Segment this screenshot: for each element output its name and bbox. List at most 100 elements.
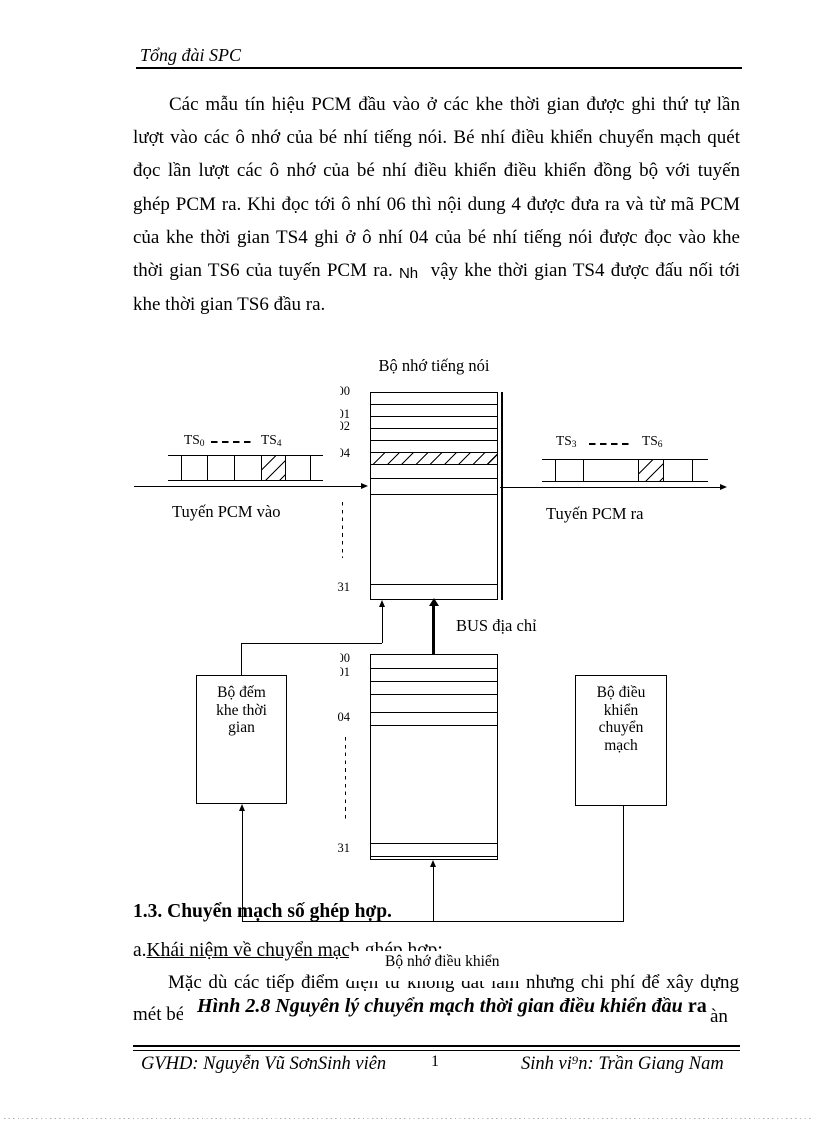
ts-out-gap-dashes [589, 443, 630, 445]
intro-line: của khe thời gian TS4 ghi ở ô nhí 04 của… [133, 226, 740, 248]
pcm-out-arrowhead [720, 484, 727, 490]
body-paragraph-line: Mặc dù các tiếp điểm điện tử không đắt l… [168, 971, 739, 993]
ts-in-gap-dashes [211, 441, 252, 443]
control-memory-label: Bộ nhớ điều khiển [349, 951, 521, 981]
figure-caption-box [183, 993, 707, 1026]
intro-line: thời gian TS6 của tuyến PCM ra. Nh vậy k… [133, 260, 741, 283]
speech-memory-row-line [370, 478, 498, 479]
read-address-vline [382, 606, 384, 643]
speech-memory-row-label: 02 [340, 418, 350, 433]
read-address-hline [241, 643, 382, 645]
pcm-out-label: Tuyến PCM ra [546, 504, 644, 523]
control-memory-row-line [370, 725, 498, 726]
header-rule [136, 67, 742, 69]
intro-line: lượt vào các ô nhớ của bé nhí tiếng nói.… [133, 127, 740, 149]
body-fragment-left: mét bé [133, 1004, 185, 1025]
ts-in-cell-divider [207, 455, 209, 480]
control-memory-row-label: 00 [340, 650, 350, 665]
bottom-dotted-rule [4, 1118, 812, 1120]
ts-out-cell-divider [555, 459, 557, 481]
control-memory-row-label: 31 [337, 840, 351, 855]
control-memory-input-arrowhead [429, 860, 436, 867]
control-bus-hline [242, 921, 624, 923]
ts-out-last-label: TS6 [642, 433, 663, 450]
pcm-in-line [134, 486, 362, 488]
page-number: 1 [431, 1053, 439, 1070]
ts-out-cell-divider [583, 459, 585, 481]
counter-input-arrowhead [238, 804, 245, 811]
control-memory-row-line [370, 843, 498, 844]
footer-left: GVHD: Nguyễn Vũ SơnSinh viên [141, 1054, 387, 1074]
control-memory-row-line [370, 681, 498, 682]
control-memory-row-line [370, 668, 498, 669]
speech-memory-row-line [370, 464, 498, 465]
intro-line: ghép PCM ra. Khi đọc tới ô nhí 06 thì nộ… [133, 193, 740, 215]
speech-memory-row-line [370, 404, 498, 405]
overlaid-word: Nh [398, 265, 419, 283]
control-memory-row-line [370, 856, 498, 857]
caption-upright-part: ra [687, 995, 707, 1017]
control-memory-row-label: 04 [337, 709, 351, 724]
speech-memory-row-line [370, 584, 498, 585]
intro-line: khe thời gian TS6 đầu ra. [133, 294, 326, 316]
speech-memory-row-label: 01 [340, 406, 350, 421]
pcm-in-arrowhead [361, 483, 368, 489]
control-memory-row-line [370, 712, 498, 713]
ts-in-last-label: TS4 [261, 432, 282, 449]
ts-in-cell-divider [181, 455, 183, 480]
pcm-in-label: Tuyến PCM vào [172, 502, 281, 521]
speech-memory-hatched-row [371, 453, 497, 464]
read-address-arrowhead [378, 600, 385, 607]
controller-line1: Bộ điều [596, 684, 646, 701]
ts-out-bottom-line [542, 481, 708, 483]
ts-out-cell-divider [638, 459, 640, 481]
intro-paragraph: Các mẫu tín hiệu PCM đầu vào ở các khe t… [133, 88, 740, 321]
footer-rule-top [133, 1045, 740, 1047]
speech-memory-ellipsis-dashes [342, 502, 344, 558]
ts-out-first-label: TS3 [556, 433, 577, 450]
counter-input-vline [242, 810, 244, 922]
speech-memory-row-label: 31 [337, 579, 351, 594]
ts-out-cell-divider [663, 459, 665, 481]
ts-out-cell-divider [692, 459, 694, 481]
control-memory-input-vline [433, 866, 435, 922]
control-memory-ellipsis-dashes [345, 737, 347, 822]
control-memory-row-label: 01 [340, 664, 350, 679]
switch-controller-box: Bộ điều khiển chuyển mạch [575, 675, 667, 806]
footer-right: Sinh vi⁹n: Trần Giang Nam [521, 1054, 724, 1074]
ts-out-top-line [542, 459, 708, 461]
bus-line [431, 606, 435, 654]
bus-label: BUS địa chỉ [456, 616, 537, 635]
counter-line3: gian [228, 719, 255, 736]
subheading-prefix: a. [133, 940, 147, 961]
speech-memory-row-line [370, 416, 498, 417]
ts-in-cell-divider [310, 455, 312, 480]
ts-in-cell-divider [234, 455, 236, 480]
body-fragment-right: àn [710, 1006, 728, 1027]
control-memory-box [370, 654, 498, 860]
ts-in-top-line [168, 455, 323, 457]
header-title: Tổng đài SPC [140, 45, 242, 65]
ts-in-cell-divider [285, 455, 287, 480]
speech-memory-row-line [370, 440, 498, 441]
controller-line2: khiển [603, 701, 639, 719]
speech-memory-row-line [370, 428, 498, 429]
intro-line: Các mẫu tín hiệu PCM đầu vào ở các khe t… [169, 94, 740, 115]
speech-memory-row-line [370, 494, 498, 495]
control-memory-row-line [370, 694, 498, 695]
controller-line3: chuyển [598, 719, 644, 736]
timeslot-counter-box: Bộ đếm khe thời gian [196, 675, 287, 804]
speech-memory-row-label: 04 [340, 445, 350, 460]
footer-rule-bottom [133, 1050, 740, 1051]
ts-in-first-label: TS0 [184, 432, 205, 449]
bus-arrowhead [429, 598, 439, 606]
ts-out-hatched-cell [639, 460, 663, 481]
ts-in-bottom-line [168, 480, 323, 482]
caption-italic-part: Hình 2.8 Nguyên lý chuyển mạch thời gian… [197, 995, 683, 1017]
counter-top-vline [241, 643, 243, 675]
section-heading: 1.3. Chuyển mạch số ghép hợp. [133, 901, 392, 922]
intro-line: đọc lần lượt các ô nhớ của bé nhí điều k… [133, 160, 740, 182]
controller-output-vline [623, 806, 625, 922]
speech-memory-title: Bộ nhớ tiếng nói [378, 356, 490, 375]
